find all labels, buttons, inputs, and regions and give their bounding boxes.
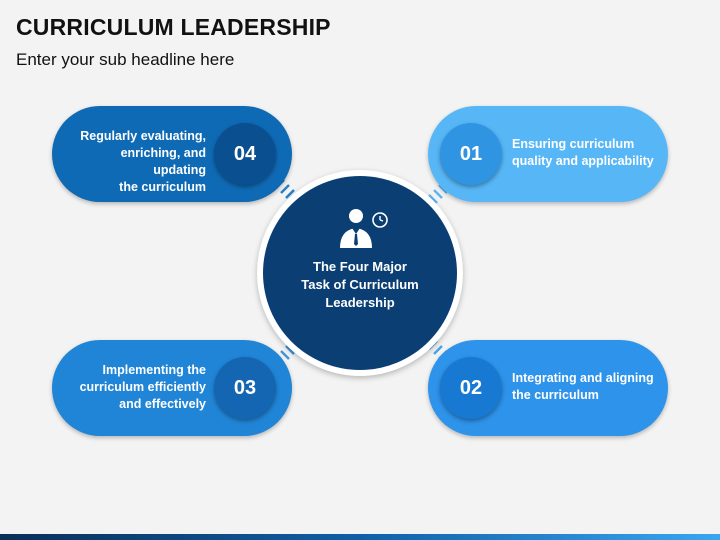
task-04-card: Regularly evaluating, enriching, and upd… bbox=[52, 106, 292, 202]
task-01-text: Ensuring curriculum quality and applicab… bbox=[512, 137, 654, 168]
center-circle bbox=[263, 176, 457, 370]
task-03-number: 03 bbox=[214, 357, 276, 419]
page-subtitle: Enter your sub headline here bbox=[16, 50, 235, 69]
task-02-card: 02 Integrating and aligning the curricul… bbox=[428, 340, 668, 436]
task-04-number: 04 bbox=[214, 123, 276, 185]
task-01-number: 01 bbox=[440, 123, 502, 185]
task-03-card: Implementing the curriculum efficiently … bbox=[52, 340, 292, 436]
task-04-text: Regularly evaluating, enriching, and upd… bbox=[80, 129, 206, 194]
footer-bar bbox=[0, 534, 720, 540]
task-03-text: Implementing the curriculum efficiently … bbox=[79, 363, 206, 411]
task-02-number: 02 bbox=[440, 357, 502, 419]
task-02-text: Integrating and aligning the curriculum bbox=[512, 371, 654, 402]
page-title: CURRICULUM LEADERSHIP bbox=[16, 14, 331, 40]
task-01-card: 01 Ensuring curriculum quality and appli… bbox=[428, 106, 668, 202]
center-label: The Four Major Task of Curriculum Leader… bbox=[301, 259, 419, 310]
businessman-clock-icon bbox=[340, 209, 388, 248]
